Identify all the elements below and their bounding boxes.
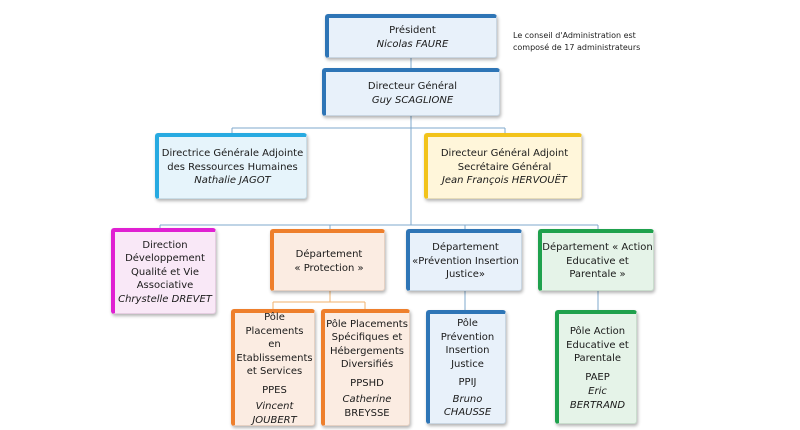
dgarh-line1: Directrice Générale Adjointe bbox=[161, 148, 304, 160]
dept-paep-line3: Parentale » bbox=[569, 269, 626, 281]
paep-name: Eric BERTRAND bbox=[569, 386, 626, 411]
ppshd-code: PPSHD bbox=[350, 377, 384, 389]
dept-protection-line1: Département bbox=[295, 249, 363, 260]
dept-ppij-box: Département «Prévention Insertion Justic… bbox=[406, 229, 522, 291]
ddqva-box: Direction Développement Qualité et Vie A… bbox=[111, 228, 216, 314]
dept-paep-line1: Département « Action bbox=[542, 242, 653, 254]
ddqva-line2: Développement bbox=[125, 253, 205, 265]
dga-name: Jean François HERVOUËT bbox=[441, 175, 568, 187]
ppes-name: Vincent JOUBERT bbox=[252, 401, 297, 426]
ppij-box: Pôle Prévention Insertion Justice PPIJ B… bbox=[426, 310, 506, 424]
ppij-code: PPIJ bbox=[458, 377, 477, 389]
dept-ppij-line3: Justice» bbox=[446, 269, 485, 281]
ddqva-line4: Associative bbox=[136, 280, 194, 292]
ppes-code: PPES bbox=[262, 384, 287, 396]
dept-paep-box: Département « Action Educative et Parent… bbox=[538, 229, 654, 291]
ppij-line2: Prévention bbox=[440, 331, 495, 343]
dg-title: Directeur Général bbox=[367, 81, 458, 92]
ppes-line3: Etablissements bbox=[236, 352, 313, 364]
president-name: Nicolas FAURE bbox=[376, 38, 449, 50]
board-note-line1: Le conseil d'Administration est bbox=[513, 31, 636, 40]
dga-line2: Secrétaire Général bbox=[457, 161, 552, 173]
ddqva-line1: Direction bbox=[142, 239, 188, 251]
dept-ppij-line2: «Prévention Insertion bbox=[412, 255, 519, 267]
ppes-line2: en bbox=[268, 339, 281, 350]
ppshd-name-1: Catherine bbox=[342, 394, 392, 406]
ppshd-name-2: BREYSSE bbox=[344, 407, 390, 419]
board-note-line2: composé de 17 administrateurs bbox=[513, 42, 641, 52]
paep-line1: Pôle Action bbox=[569, 326, 626, 337]
dg-box: Directeur Général Guy SCAGLIONE bbox=[322, 68, 500, 116]
dgarh-box: Directrice Générale Adjointe des Ressour… bbox=[155, 133, 307, 199]
ppij-name: Bruno CHAUSSE bbox=[443, 393, 492, 419]
ppshd-line1: Pôle Placements bbox=[326, 318, 408, 330]
dept-protection-box: Département « Protection » bbox=[270, 229, 385, 291]
dept-ppij-line1: Département bbox=[432, 242, 499, 254]
paep-line2: Educative et bbox=[566, 339, 629, 351]
paep-line3: Parentale bbox=[573, 353, 622, 364]
ppij-line1: Pôle bbox=[457, 318, 478, 330]
president-title: Président bbox=[389, 25, 436, 36]
ppshd-line4: Diversifiés bbox=[340, 359, 394, 371]
ppes-line4: et Services bbox=[246, 366, 303, 377]
dga-box: Directeur Général Adjoint Secrétaire Gén… bbox=[424, 133, 582, 199]
ppes-line1: Pôle Placements bbox=[245, 312, 304, 337]
paep-code: PAEP bbox=[585, 371, 610, 383]
ppshd-box: Pôle Placements Spécifiques et Hébergeme… bbox=[321, 309, 410, 426]
dept-protection-line2: « Protection » bbox=[294, 262, 364, 274]
dgarh-name: Nathalie JAGOT bbox=[194, 175, 271, 187]
dgarh-line2: des Ressources Humaines bbox=[167, 161, 298, 173]
ppshd-line3: Hébergements bbox=[330, 345, 404, 357]
president-box: Président Nicolas FAURE bbox=[325, 14, 497, 58]
dept-paep-line2: Educative et bbox=[566, 255, 629, 267]
ddqva-line3: Qualité et Vie bbox=[131, 266, 199, 278]
board-note: Le conseil d'Administration est composé … bbox=[513, 30, 673, 53]
dga-line1: Directeur Général Adjoint bbox=[440, 148, 569, 160]
ppshd-line2: Spécifiques et bbox=[331, 332, 403, 344]
ppij-line3: Insertion bbox=[445, 345, 490, 357]
ppes-box: Pôle Placements en Etablissements et Ser… bbox=[231, 309, 315, 426]
ddqva-name: Chrystelle DREVET bbox=[118, 293, 212, 305]
ppij-line4: Justice bbox=[451, 358, 484, 370]
paep-box: Pôle Action Educative et Parentale PAEP … bbox=[555, 310, 637, 424]
dg-name: Guy SCAGLIONE bbox=[371, 94, 454, 106]
